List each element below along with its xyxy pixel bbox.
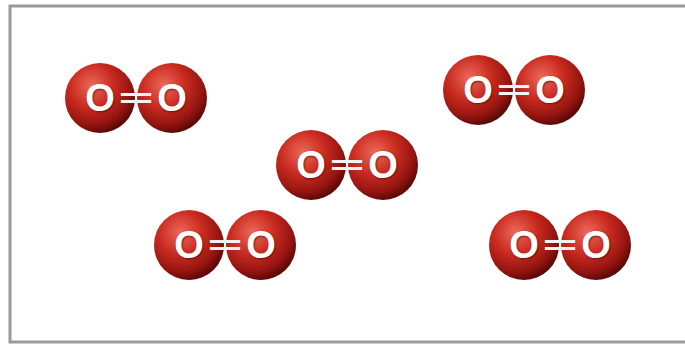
double-bond (332, 162, 362, 169)
atom-symbol: O (85, 79, 115, 117)
atom-sphere (154, 210, 224, 280)
atom-symbol: O (581, 226, 611, 264)
oxygen-atom: O (290, 144, 332, 186)
atom-symbol: O (509, 226, 539, 264)
double-bond (210, 242, 240, 249)
atom-symbol: O (535, 71, 565, 109)
oxygen-atom: O (362, 144, 404, 186)
atom-sphere (561, 210, 631, 280)
oxygen-atom: O (240, 224, 282, 266)
atom-symbol: O (157, 79, 187, 117)
double-bond (545, 242, 575, 249)
oxygen-atom: O (457, 69, 499, 111)
oxygen-atom: O (151, 77, 193, 119)
frame (10, 6, 685, 342)
double-bond (121, 95, 151, 102)
atom-sphere (65, 63, 135, 133)
atom-sphere (348, 130, 418, 200)
oxygen-atom: O (168, 224, 210, 266)
atom-sphere (443, 55, 513, 125)
atom-symbol: O (296, 146, 326, 184)
atom-symbol: O (368, 146, 398, 184)
atom-sphere (515, 55, 585, 125)
atom-sphere (276, 130, 346, 200)
atom-symbol: O (246, 226, 276, 264)
oxygen-atom: O (79, 77, 121, 119)
oxygen-atom: O (503, 224, 545, 266)
atom-symbol: O (174, 226, 204, 264)
atom-sphere (489, 210, 559, 280)
oxygen-atom: O (575, 224, 617, 266)
atom-sphere (226, 210, 296, 280)
double-bond (499, 87, 529, 94)
atom-sphere (137, 63, 207, 133)
oxygen-atom: O (529, 69, 571, 111)
atom-symbol: O (463, 71, 493, 109)
